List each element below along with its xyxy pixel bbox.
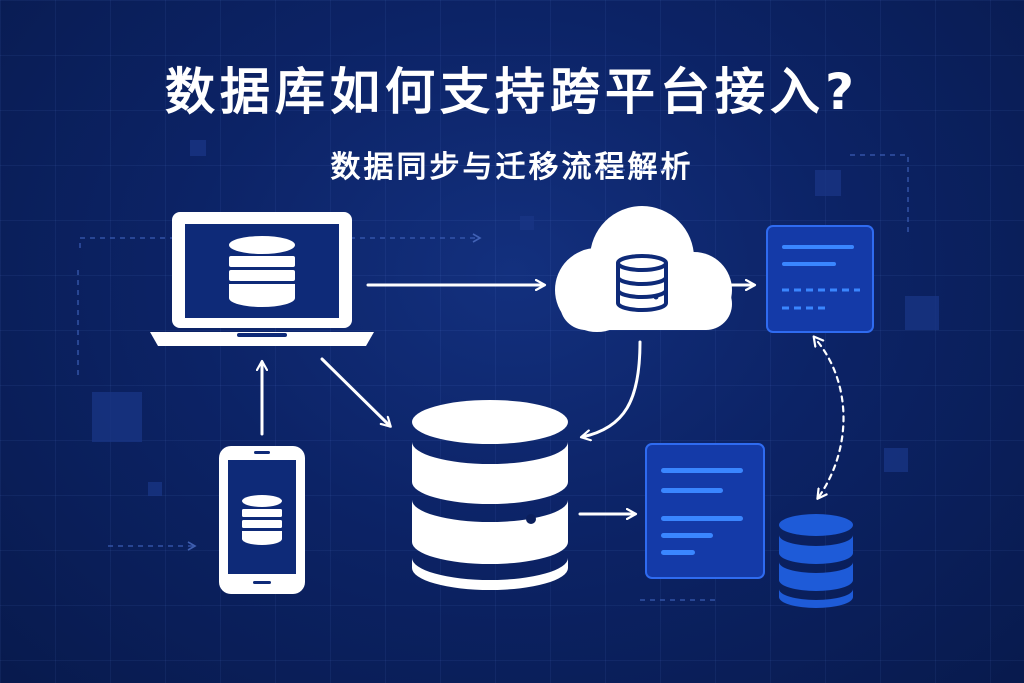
arrow-document-to-blue-database <box>818 342 845 498</box>
page-title: 数据库如何支持跨平台接入? <box>164 63 859 121</box>
document-icon <box>645 443 765 579</box>
decor-square <box>905 296 939 330</box>
database-icon <box>412 400 568 590</box>
arrow-laptop-to-database <box>320 357 390 426</box>
decor-square <box>190 140 206 156</box>
cloud-database-icon <box>555 206 732 332</box>
database-icon <box>779 514 853 608</box>
background-dashed-arrows <box>77 154 909 601</box>
document-icon <box>766 225 874 333</box>
laptop-database-icon <box>150 212 374 346</box>
decor-square <box>148 482 162 496</box>
decor-square <box>92 392 142 442</box>
arrow-cloud-to-database <box>582 340 642 437</box>
page-subtitle: 数据同步与迁移流程解析 <box>330 150 694 185</box>
connection-arrows <box>262 285 845 514</box>
decor-square <box>520 216 534 230</box>
decor-square <box>815 170 841 196</box>
mobile-database-icon <box>219 446 305 594</box>
decor-square <box>884 448 908 472</box>
